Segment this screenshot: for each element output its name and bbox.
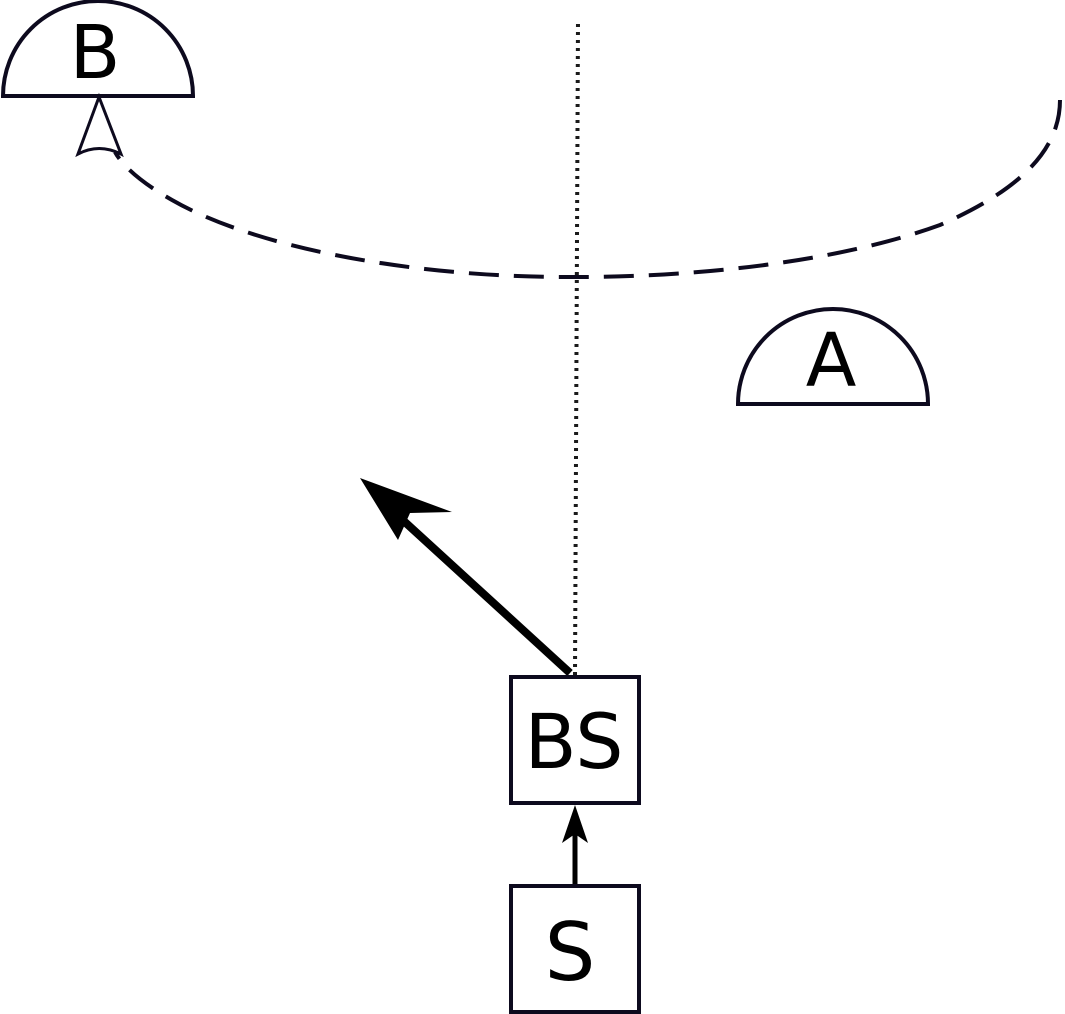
node-b-shape	[0, 0, 196, 98]
node-a: A	[735, 307, 931, 406]
node-b-label: B	[70, 10, 121, 96]
node-b: B	[0, 0, 196, 98]
dotted-vertical-line	[573, 19, 580, 676]
dashed-curve	[113, 99, 1062, 280]
node-s: S	[509, 884, 641, 1014]
s-to-bs-arrow	[562, 805, 588, 885]
thick-arrow	[360, 478, 573, 676]
dashed-curve-arrowhead	[75, 92, 124, 158]
node-a-label: A	[806, 318, 857, 404]
thick-arrow-shaft	[392, 510, 573, 676]
node-bs-shape	[509, 675, 641, 805]
node-s-label: S	[545, 906, 596, 999]
node-s-shape	[509, 884, 641, 1014]
node-bs: BS	[509, 675, 641, 805]
node-a-shape	[735, 307, 931, 406]
node-bs-label: BS	[524, 697, 623, 786]
s-to-bs-arrow-head	[562, 805, 588, 843]
thick-arrow-head	[360, 478, 452, 540]
